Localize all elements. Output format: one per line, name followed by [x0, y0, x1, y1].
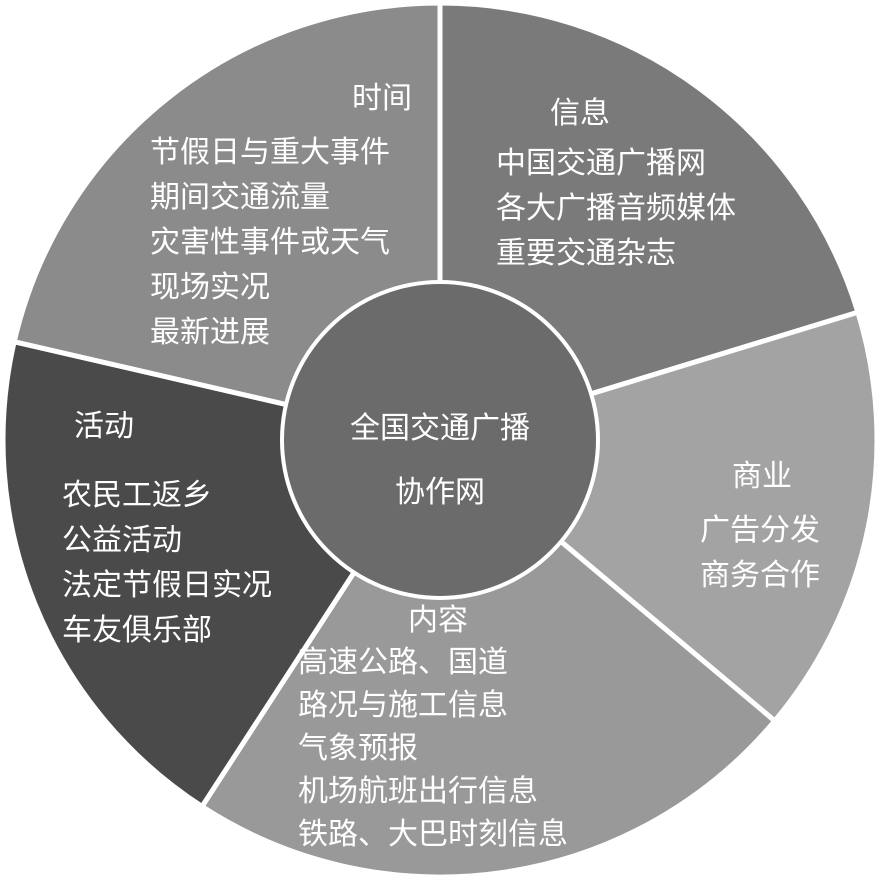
- segment-business-text: 商业 广告分发 商务合作: [700, 459, 820, 593]
- segment-content-item: 路况与施工信息: [298, 688, 508, 723]
- segment-time-item: 节假日与重大事件: [150, 135, 390, 170]
- segment-content-item: 高速公路、国道: [298, 645, 508, 680]
- segment-activity-title: 活动: [74, 409, 134, 444]
- segment-time-item: 最新进展: [150, 315, 270, 350]
- segment-content-item: 机场航班出行信息: [298, 774, 538, 809]
- segment-info-item: 各大广播音频媒体: [496, 191, 736, 226]
- segment-activity-item: 农民工返乡: [62, 478, 212, 513]
- segment-content-text: 内容 高速公路、国道 路况与施工信息 气象预报 机场航班出行信息 铁路、大巴时刻…: [298, 603, 568, 852]
- segment-content-title: 内容: [408, 603, 468, 638]
- segment-time-title: 时间: [352, 81, 412, 116]
- segment-activity-item: 法定节假日实况: [62, 568, 272, 603]
- segment-info-item: 重要交通杂志: [496, 236, 676, 271]
- segment-business-item: 商务合作: [700, 558, 820, 593]
- segment-time-item: 现场实况: [150, 270, 270, 305]
- segment-time-item: 期间交通流量: [150, 180, 330, 215]
- segment-business-title: 商业: [732, 459, 792, 494]
- segment-activity-text: 活动 农民工返乡 公益活动 法定节假日实况 车友俱乐部: [62, 409, 272, 648]
- segment-activity-item: 公益活动: [62, 523, 182, 558]
- segment-info-text: 信息 中国交通广播网 各大广播音频媒体 重要交通杂志: [496, 96, 736, 271]
- segment-business-item: 广告分发: [700, 513, 820, 548]
- segment-content-item: 气象预报: [298, 731, 418, 766]
- segment-info-title: 信息: [550, 96, 610, 131]
- center-label-line-2: 协作网: [395, 475, 485, 510]
- segment-activity-item: 车友俱乐部: [62, 613, 212, 648]
- segment-content-item: 铁路、大巴时刻信息: [298, 817, 568, 852]
- segment-content-wedge: [198, 436, 779, 880]
- segment-time-text: 时间 节假日与重大事件 期间交通流量 灾害性事件或天气 现场实况 最新进展: [150, 81, 412, 350]
- center-label-line-1: 全国交通广播: [350, 411, 530, 446]
- segment-info-item: 中国交通广播网: [496, 146, 706, 181]
- segment-time-item: 灾害性事件或天气: [150, 225, 390, 260]
- center-hub: [280, 280, 600, 600]
